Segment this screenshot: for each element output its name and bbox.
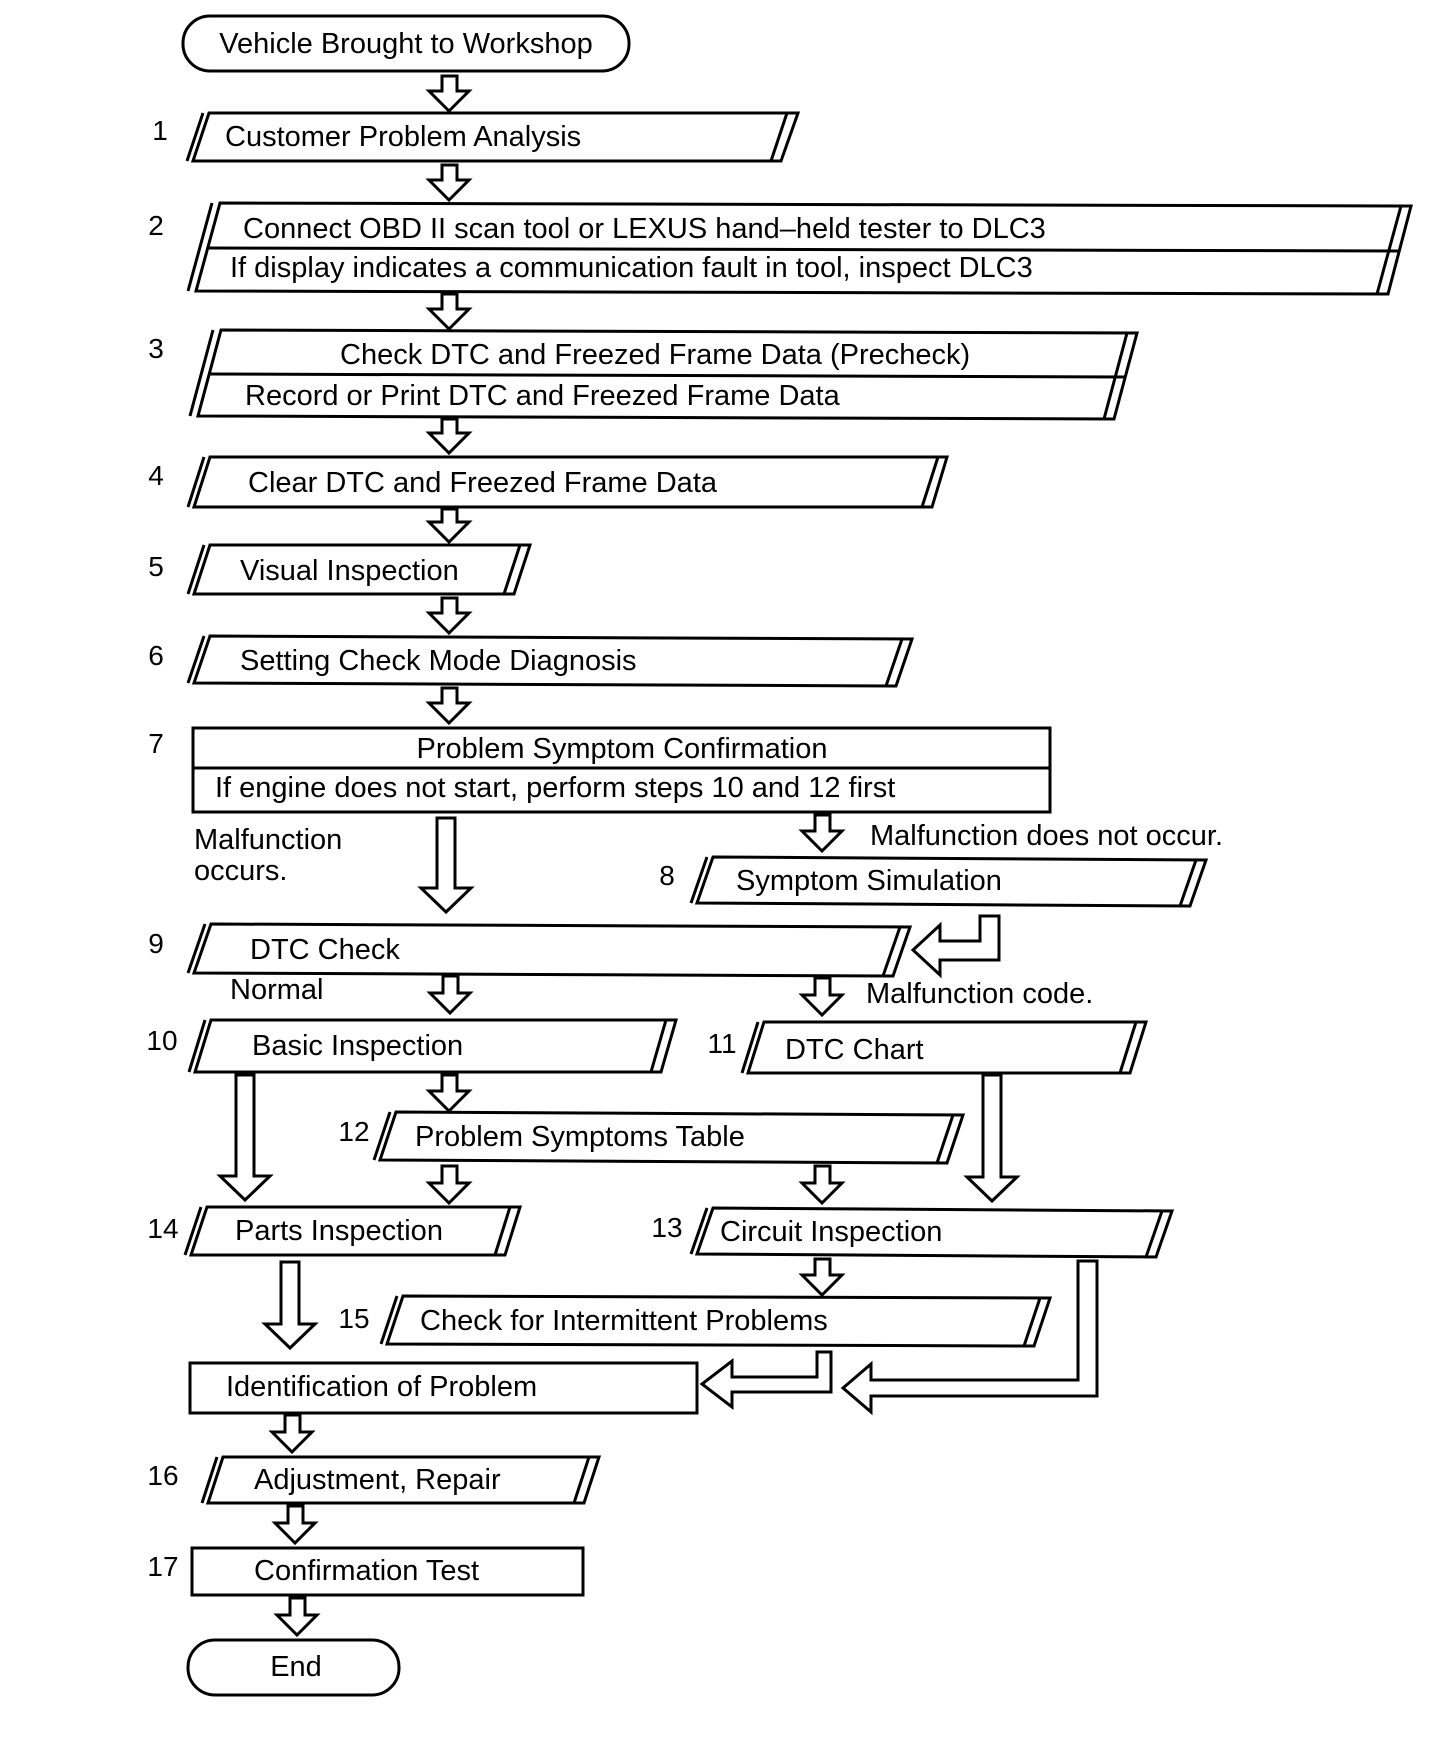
step-label-line-1: Check DTC and Freezed Frame Data (Preche… bbox=[340, 339, 970, 371]
step-number: 7 bbox=[148, 728, 164, 759]
down-arrow-icon bbox=[425, 686, 473, 726]
step-number: 3 bbox=[148, 333, 164, 364]
step-number: 4 bbox=[148, 460, 164, 491]
step-label: DTC Check bbox=[250, 934, 400, 966]
malfunction-code-label: Malfunction code. bbox=[866, 978, 1093, 1010]
down-arrow-icon bbox=[271, 1504, 319, 1546]
start-terminal: Vehicle Brought to Workshop bbox=[181, 14, 631, 73]
step-number: 17 bbox=[147, 1551, 178, 1582]
step-label: Parts Inspection bbox=[235, 1215, 443, 1247]
down-arrow-icon bbox=[425, 163, 473, 203]
step-number: 6 bbox=[148, 640, 164, 671]
step-number: 1 bbox=[152, 115, 168, 146]
step-number: 10 bbox=[146, 1025, 177, 1056]
step-label: Basic Inspection bbox=[252, 1030, 463, 1062]
step-label: Symptom Simulation bbox=[736, 865, 1002, 897]
step-17-box: 17 Confirmation Test bbox=[147, 1546, 585, 1597]
step-label: Confirmation Test bbox=[254, 1555, 479, 1587]
identification-box: Identification of Problem bbox=[188, 1361, 699, 1415]
step-label-line-2: If display indicates a communication fau… bbox=[230, 252, 1033, 284]
step-12-box: 12 Problem Symptoms Table bbox=[338, 1110, 966, 1165]
step-label: Setting Check Mode Diagnosis bbox=[240, 645, 637, 677]
down-arrow-icon bbox=[425, 596, 473, 636]
step-7-box: 7 Problem Symptom Confirmation If engine… bbox=[148, 726, 1052, 814]
down-arrow-icon bbox=[798, 1164, 846, 1206]
normal-label: Normal bbox=[230, 974, 323, 1006]
step-16-box: 16 Adjustment, Repair bbox=[147, 1455, 602, 1505]
down-arrow-icon bbox=[268, 1413, 316, 1455]
step-label: Clear DTC and Freezed Frame Data bbox=[248, 467, 718, 499]
identification-label: Identification of Problem bbox=[226, 1371, 537, 1403]
step-label-line-2: Record or Print DTC and Freezed Frame Da… bbox=[245, 380, 841, 412]
step-15-box: 15 Check for Intermittent Problems bbox=[338, 1294, 1053, 1348]
step-number: 13 bbox=[651, 1212, 682, 1243]
long-down-arrow-icon bbox=[216, 1073, 274, 1203]
step-5-box: 5 Visual Inspection bbox=[148, 543, 533, 596]
step-2-box: 2 Connect OBD II scan tool or LEXUS hand… bbox=[148, 201, 1413, 296]
end-terminal: End bbox=[186, 1638, 401, 1697]
step-number: 12 bbox=[338, 1116, 369, 1147]
down-arrow-icon bbox=[273, 1596, 321, 1638]
down-arrow-icon bbox=[425, 417, 473, 456]
step-13-box: 13 Circuit Inspection bbox=[651, 1206, 1175, 1259]
step-label: Visual Inspection bbox=[240, 555, 459, 587]
step-3-box: 3 Check DTC and Freezed Frame Data (Prec… bbox=[148, 328, 1139, 421]
step-label: Customer Problem Analysis bbox=[225, 121, 581, 153]
step-label: Circuit Inspection bbox=[720, 1216, 942, 1248]
malfunction-occurs-label: Malfunction bbox=[194, 824, 342, 856]
step-6-box: 6 Setting Check Mode Diagnosis bbox=[148, 634, 915, 688]
step-14-box: 14 Parts Inspection bbox=[147, 1205, 523, 1257]
malfunction-not-occur-label: Malfunction does not occur. bbox=[870, 820, 1223, 852]
end-label: End bbox=[270, 1651, 322, 1683]
long-down-arrow-icon bbox=[417, 816, 475, 915]
step-label-line-1: Connect OBD II scan tool or LEXUS hand–h… bbox=[243, 213, 1046, 245]
step-label: DTC Chart bbox=[785, 1034, 924, 1066]
down-arrow-icon bbox=[798, 1257, 846, 1298]
step-label: Adjustment, Repair bbox=[254, 1464, 501, 1496]
long-down-arrow-icon bbox=[261, 1260, 319, 1351]
long-down-arrow-icon bbox=[963, 1073, 1021, 1204]
down-arrow-icon bbox=[425, 292, 473, 332]
down-arrow-icon bbox=[425, 1164, 473, 1206]
step-11-box: 11 DTC Chart bbox=[707, 1020, 1149, 1075]
step-number: 14 bbox=[147, 1213, 178, 1244]
step-number: 8 bbox=[659, 860, 675, 891]
step-label: Check for Intermittent Problems bbox=[420, 1305, 828, 1337]
return-arrow-icon bbox=[910, 914, 1001, 979]
step-8-box: 8 Symptom Simulation bbox=[659, 855, 1209, 908]
down-arrow-icon bbox=[425, 507, 473, 545]
down-arrow-icon bbox=[798, 813, 846, 854]
start-label: Vehicle Brought to Workshop bbox=[219, 28, 592, 60]
step-9-box: 9 DTC Check bbox=[148, 922, 913, 978]
step-1-box: 1 Customer Problem Analysis bbox=[152, 111, 801, 163]
down-arrow-icon bbox=[425, 74, 473, 114]
return-arrow-icon bbox=[840, 1259, 1099, 1416]
down-arrow-icon bbox=[426, 974, 474, 1016]
step-number: 5 bbox=[148, 551, 164, 582]
step-label: Problem Symptoms Table bbox=[415, 1121, 745, 1153]
step-10-box: 10 Basic Inspection bbox=[146, 1018, 678, 1074]
down-arrow-icon bbox=[425, 1073, 473, 1114]
step-number: 11 bbox=[707, 1028, 736, 1059]
step-number: 15 bbox=[338, 1303, 369, 1334]
down-arrow-icon bbox=[798, 976, 846, 1018]
step-4-box: 4 Clear DTC and Freezed Frame Data bbox=[148, 455, 950, 509]
step-number: 9 bbox=[148, 928, 164, 959]
step-label-line-2: If engine does not start, perform steps … bbox=[215, 772, 895, 804]
step-label-line-1: Problem Symptom Confirmation bbox=[417, 733, 828, 765]
return-arrow-icon bbox=[699, 1350, 833, 1411]
step-number: 2 bbox=[148, 210, 164, 241]
step-number: 16 bbox=[147, 1460, 178, 1491]
malfunction-occurs-label: occurs. bbox=[194, 855, 287, 887]
